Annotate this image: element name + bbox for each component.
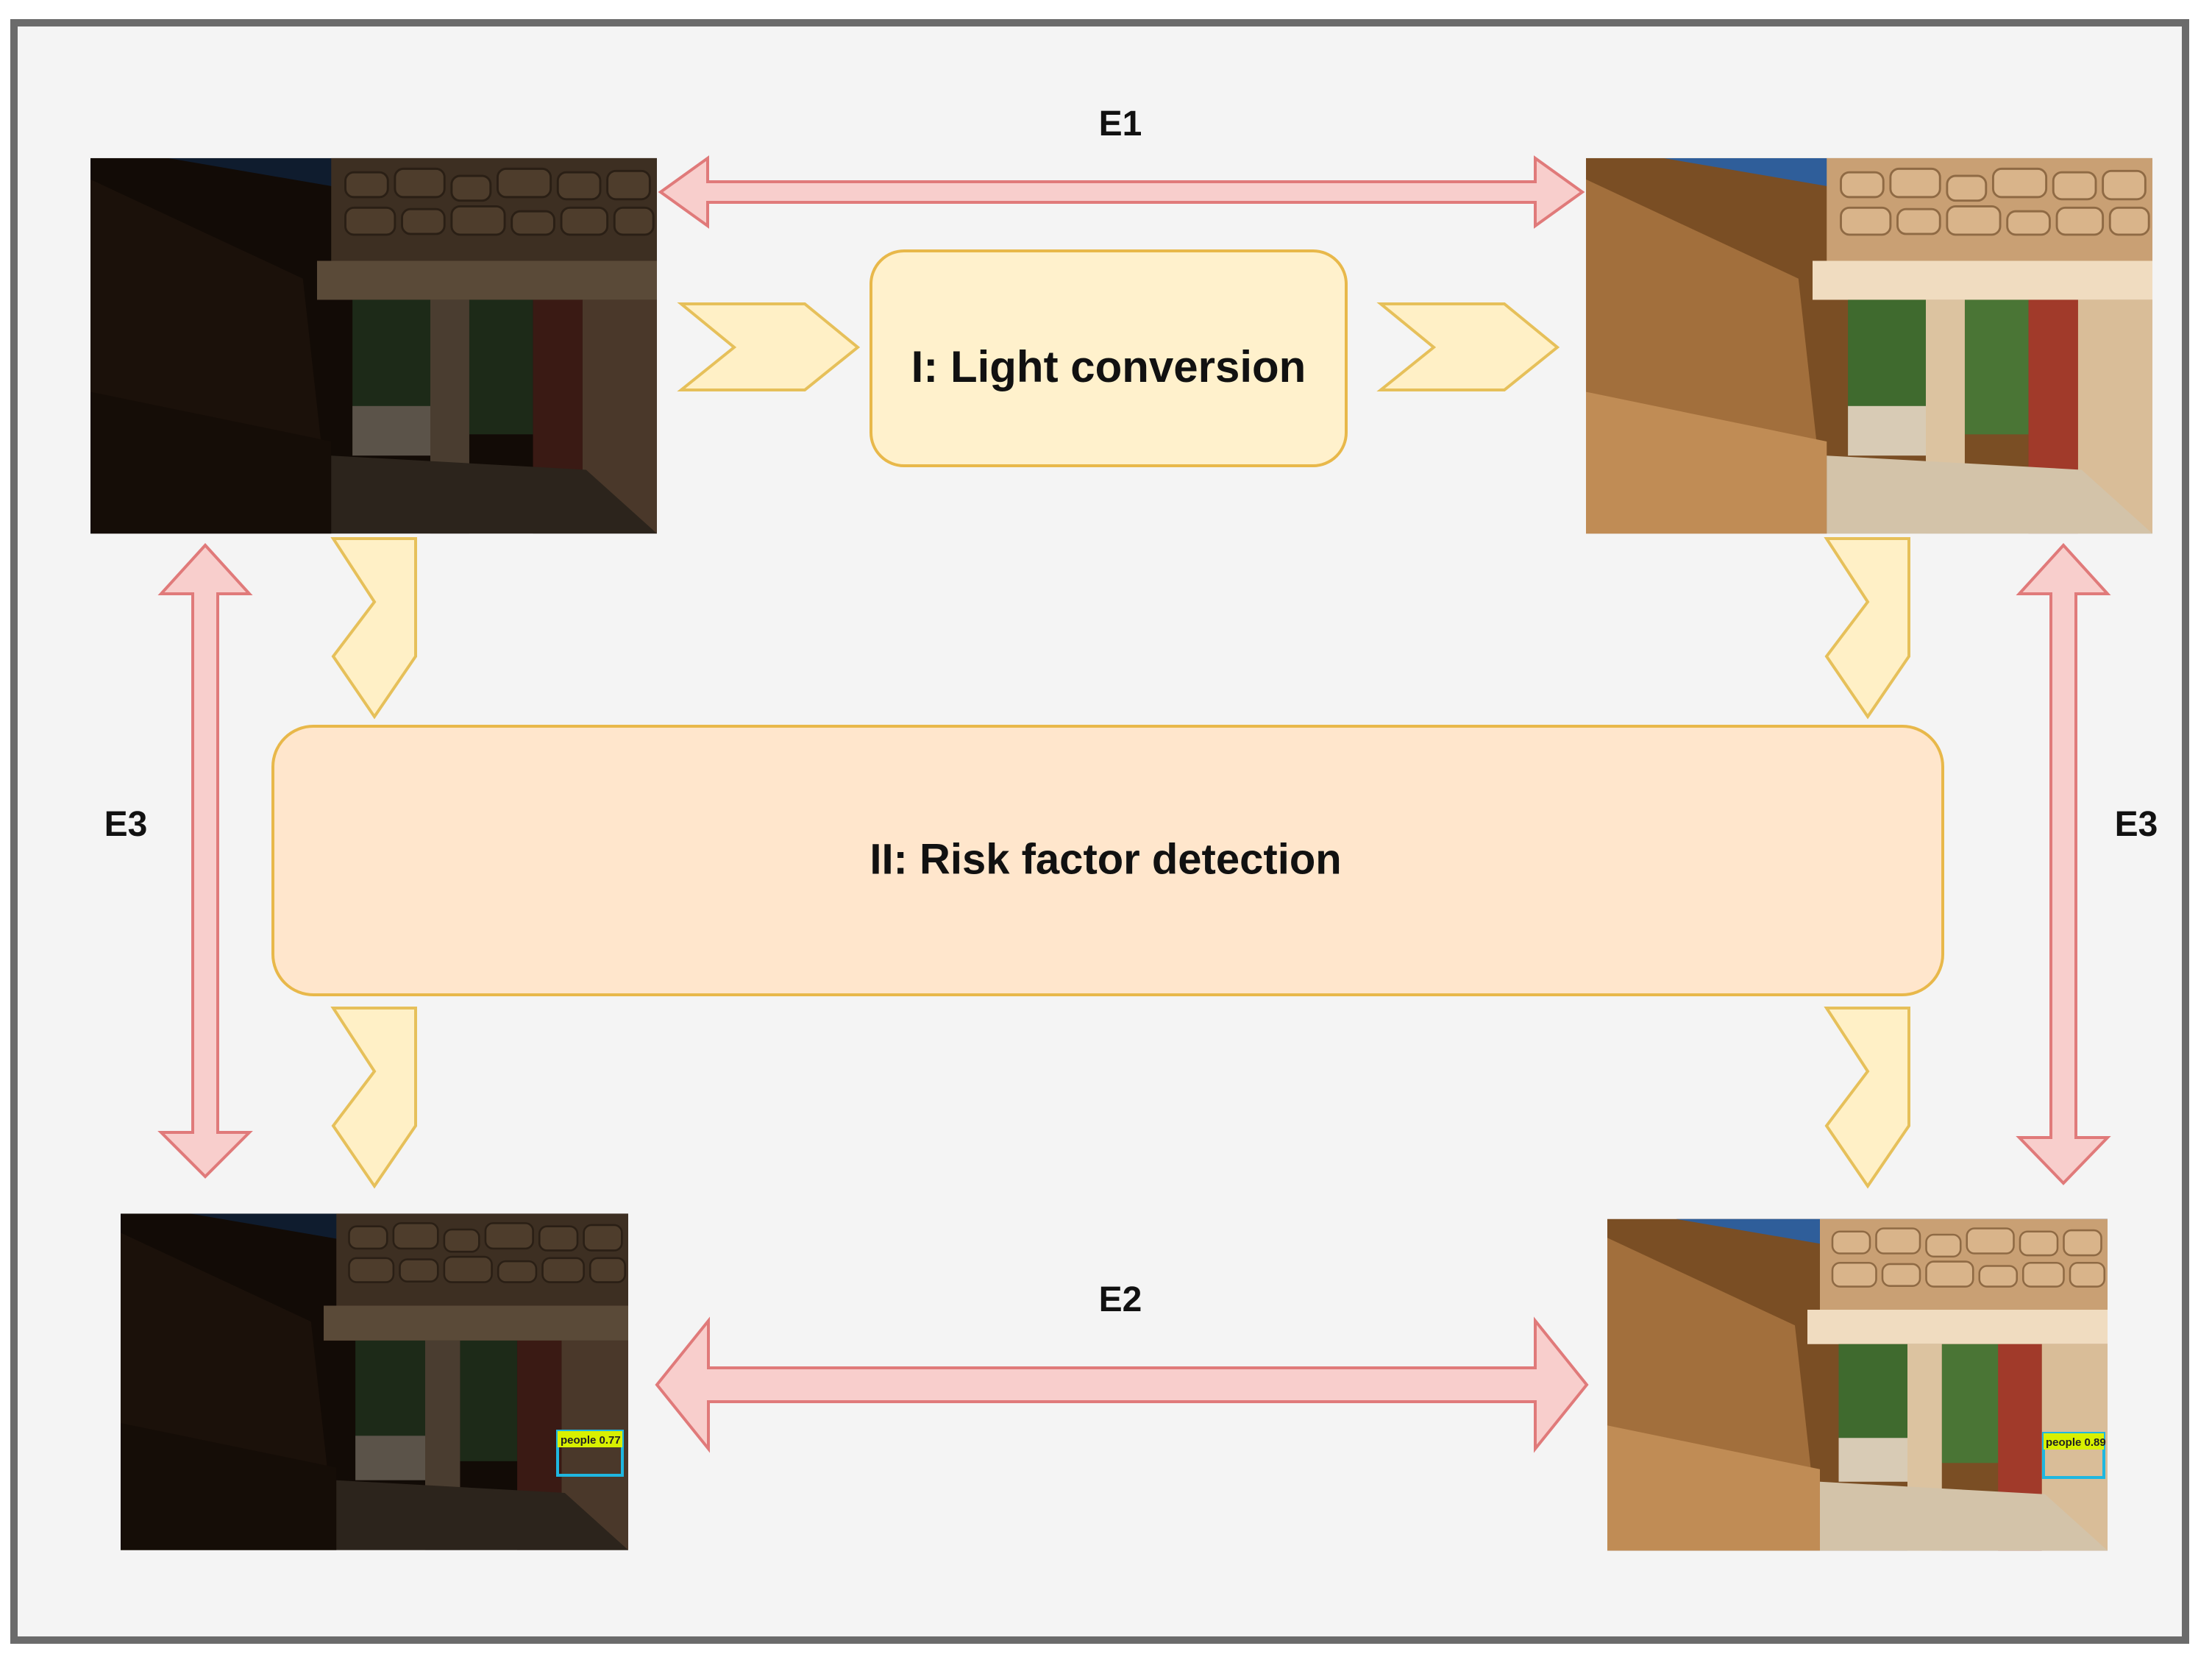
input-lowlight-image (90, 157, 657, 535)
e3-left-double-arrow (157, 543, 253, 1179)
risk-detection-label: II: Risk factor detection (869, 835, 1341, 883)
chevron-down-1 (330, 537, 417, 720)
detection-box-dark: people 0.77 (556, 1430, 624, 1477)
e1-double-arrow (658, 155, 1585, 229)
detection-box-bright: people 0.89 (2042, 1432, 2106, 1479)
light-conversion-box (869, 249, 1348, 467)
e1-label: E1 (1099, 104, 1142, 143)
light-conversion-label: I: Light conversion (911, 342, 1306, 391)
chevron-right-1 (677, 302, 861, 391)
detection-label-bright: people 0.89 (2046, 1436, 2106, 1449)
e3-right-label: E3 (2115, 805, 2158, 844)
e3-right-double-arrow (2016, 543, 2111, 1185)
risk-detection-box (271, 725, 1944, 996)
chevron-right-2 (1376, 302, 1560, 391)
enhanced-image (1586, 157, 2152, 535)
lowlight-detection-image (121, 1212, 628, 1552)
e2-double-arrow (655, 1316, 1589, 1453)
chevron-down-3 (330, 1007, 417, 1189)
detection-label-dark: people 0.77 (561, 1434, 621, 1447)
chevron-down-4 (1824, 1007, 1910, 1189)
chevron-down-2 (1824, 537, 1910, 720)
e3-left-label: E3 (104, 805, 148, 844)
e2-label: E2 (1099, 1280, 1142, 1319)
enhanced-detection-image (1607, 1218, 2108, 1552)
